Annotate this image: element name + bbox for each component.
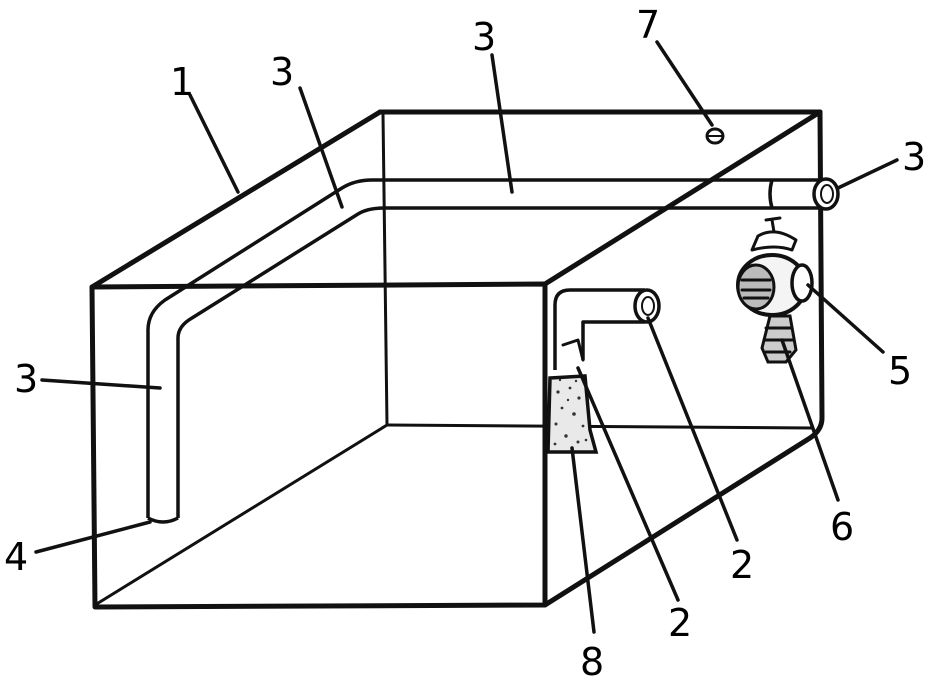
pump-cap — [790, 263, 814, 303]
label-pipe-3-b: 3 — [472, 15, 496, 59]
leader-7 — [655, 40, 714, 127]
pipe-outlet-opening — [812, 177, 840, 211]
leader-4 — [34, 520, 152, 554]
pipe-inner-line — [176, 206, 826, 518]
elbow-opening — [633, 288, 661, 324]
pipe-3 — [146, 177, 840, 524]
label-valve-7: 7 — [636, 3, 660, 47]
pump-top-bracket — [750, 216, 798, 252]
elbow-opening-inner — [641, 296, 655, 316]
leader-2-upper — [646, 316, 739, 542]
tank-top-left-edge — [89, 109, 383, 290]
filter-body — [546, 374, 599, 454]
label-filter-8: 8 — [580, 640, 604, 682]
pipe-outer-line — [146, 178, 826, 518]
pump-base-6 — [760, 314, 798, 364]
pump-rotor-lines — [740, 278, 772, 300]
tank-front-face — [89, 281, 548, 610]
label-tank-1: 1 — [170, 60, 194, 104]
leader-5 — [806, 283, 885, 354]
tank-inner-bottom-left — [93, 423, 389, 607]
label-pipe-end-4: 4 — [4, 535, 28, 579]
leader-3-left — [40, 378, 162, 390]
leader-2-lower — [576, 366, 680, 602]
label-pipe-3-c: 3 — [902, 135, 926, 179]
tank-box — [89, 109, 825, 610]
elbow-inner — [581, 320, 645, 360]
filter-speckles — [553, 378, 588, 446]
pipe-outlet-inner — [820, 184, 834, 204]
label-pipe-3-a: 3 — [270, 50, 294, 94]
filter-8 — [546, 374, 599, 454]
tank-inner-vertical — [381, 112, 389, 427]
leader-3-left-top — [298, 86, 344, 209]
label-pipe-3-d: 3 — [14, 357, 38, 401]
label-pump-5: 5 — [888, 349, 912, 393]
tank-top-right-edge — [542, 109, 823, 287]
leader-3-right — [836, 158, 899, 190]
leader-3-top — [490, 53, 514, 194]
elbow-neck — [561, 338, 585, 362]
tank-right-rear-edge — [542, 109, 825, 608]
label-outlet-2-upper: 2 — [730, 543, 754, 587]
label-outlet-2-lower: 2 — [668, 601, 692, 645]
pump-rotor — [736, 263, 776, 311]
pump-5 — [736, 216, 814, 317]
tank-inner-bottom-back — [385, 423, 814, 430]
outlet-elbow — [553, 288, 661, 370]
leader-1 — [188, 93, 240, 194]
pipe-end-cap — [147, 516, 179, 524]
label-pump-base-6: 6 — [830, 505, 854, 549]
leader-lines — [34, 40, 899, 634]
reference-labels: 1 3 3 7 3 3 4 5 6 2 2 8 — [4, 3, 926, 682]
elbow-outer — [553, 288, 645, 370]
valve-7 — [705, 127, 725, 145]
leader-6 — [780, 338, 840, 502]
pipe-outlet-section — [768, 179, 774, 209]
leader-8 — [570, 446, 596, 634]
